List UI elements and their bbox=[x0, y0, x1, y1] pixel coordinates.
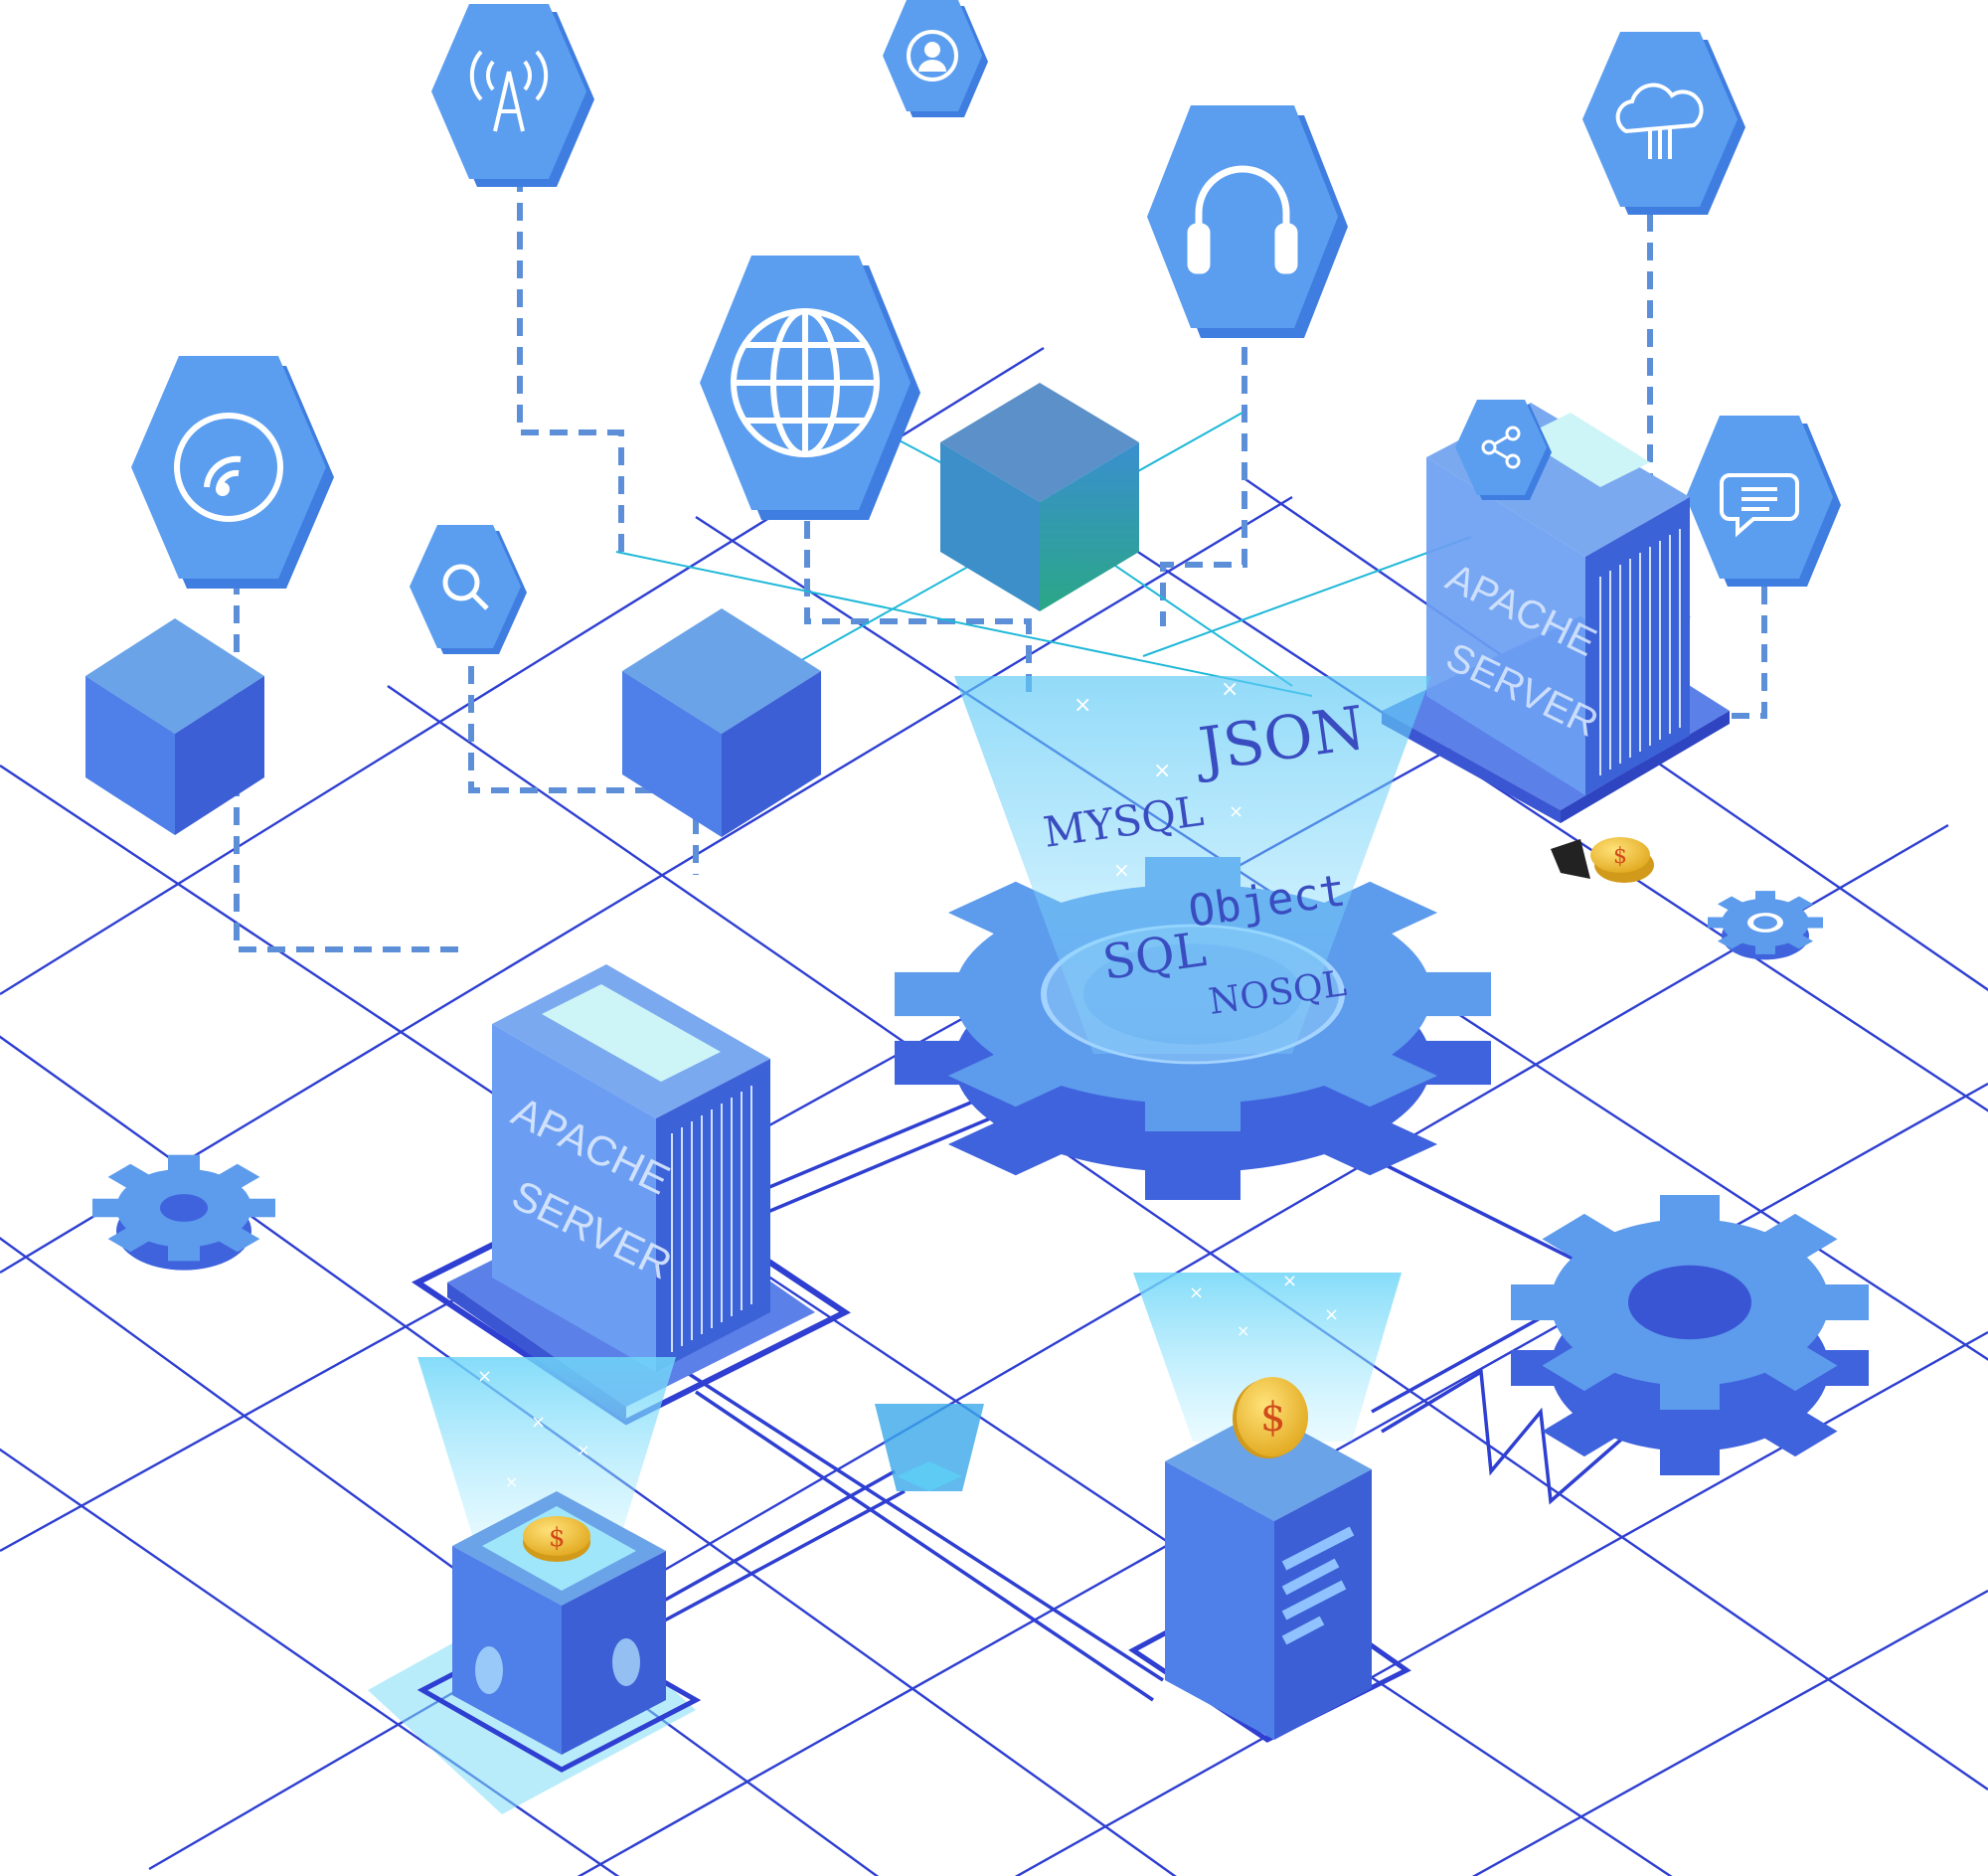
sparkles: × × × × × bbox=[1074, 677, 1243, 882]
data-cube-green bbox=[940, 383, 1139, 611]
hex-share bbox=[1455, 400, 1552, 500]
hex-user bbox=[883, 0, 988, 117]
coin-icon-stack: $ bbox=[1551, 837, 1654, 883]
sparkles-right: × × × × bbox=[1189, 1271, 1339, 1340]
svg-text:×: × bbox=[1324, 1304, 1339, 1325]
svg-text:×: × bbox=[477, 1366, 492, 1387]
database-light-beam bbox=[954, 676, 1431, 1054]
svg-text:×: × bbox=[1229, 801, 1243, 822]
hex-antenna bbox=[431, 4, 594, 187]
coin-icon: $ bbox=[1233, 1377, 1308, 1458]
gear-icon-left bbox=[92, 1154, 275, 1271]
svg-text:×: × bbox=[531, 1412, 546, 1433]
hex-globe bbox=[700, 256, 920, 520]
coin-symbol-right: $ bbox=[1260, 1395, 1285, 1441]
hex-wifi bbox=[131, 356, 334, 589]
hex-search bbox=[410, 525, 527, 654]
server-vent-right bbox=[1599, 529, 1681, 775]
coin-symbol-left: $ bbox=[549, 1523, 566, 1553]
coin-symbol-stack: $ bbox=[1613, 844, 1627, 869]
svg-text:×: × bbox=[1237, 1321, 1249, 1340]
sparkles-left: × × × × bbox=[477, 1366, 589, 1491]
svg-text:×: × bbox=[577, 1441, 589, 1459]
hex-headset bbox=[1147, 105, 1348, 338]
wifi-icon bbox=[174, 413, 283, 522]
apache-server-left: APACHE SERVER bbox=[412, 964, 851, 1426]
svg-text:×: × bbox=[1189, 1282, 1204, 1303]
hex-cloud bbox=[1582, 32, 1745, 215]
circuit-traces bbox=[645, 1087, 1641, 1702]
gear-icon-large-right bbox=[1511, 1195, 1869, 1475]
svg-text:×: × bbox=[1113, 858, 1130, 882]
data-cube-left bbox=[85, 618, 264, 835]
antenna-icon bbox=[469, 50, 549, 132]
server-status-lines bbox=[1281, 1526, 1355, 1645]
svg-text:×: × bbox=[1221, 677, 1239, 702]
server-vent-left bbox=[671, 1086, 752, 1352]
coin-icon: $ bbox=[523, 1516, 590, 1562]
coin-vault-left: $ × × × × bbox=[368, 1357, 702, 1814]
user-icon bbox=[907, 30, 958, 82]
chat-icon bbox=[1720, 473, 1799, 538]
headset-icon bbox=[1187, 165, 1298, 274]
svg-text:×: × bbox=[1282, 1271, 1297, 1291]
svg-text:×: × bbox=[505, 1472, 518, 1491]
hex-chat bbox=[1686, 416, 1841, 587]
svg-text:×: × bbox=[1074, 693, 1091, 718]
coin-server-right: $ × × × × bbox=[1128, 1271, 1411, 1743]
data-cube-middle bbox=[622, 608, 821, 837]
apache-server-right: APACHE SERVER bbox=[1382, 403, 1730, 823]
globe-icon bbox=[731, 308, 880, 457]
small-light-funnel bbox=[875, 1404, 984, 1491]
svg-text:×: × bbox=[1153, 759, 1171, 783]
cloud-icon bbox=[1615, 83, 1704, 159]
search-icon bbox=[442, 564, 489, 610]
gear-icon-small-right bbox=[1708, 891, 1823, 960]
central-database-gear: × × × × × JSON MYSQL Object SQL NOSQL bbox=[895, 676, 1491, 1200]
share-icon bbox=[1481, 426, 1521, 469]
